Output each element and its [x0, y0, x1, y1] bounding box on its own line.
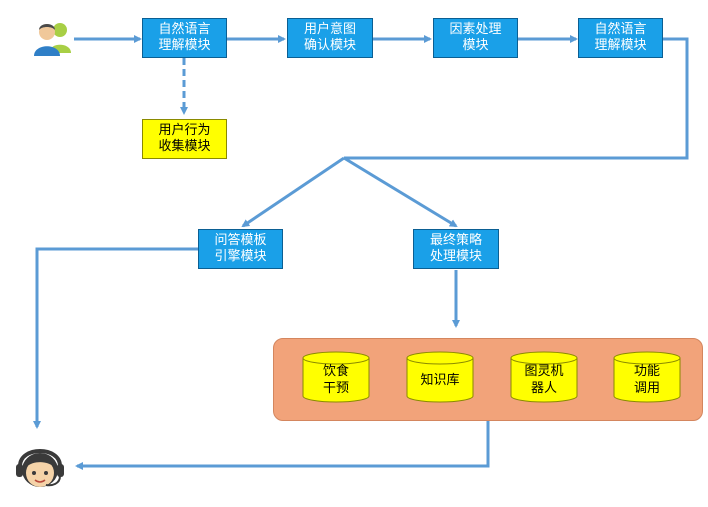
resource-cylinder-function[interactable]: 功能 调用	[613, 351, 681, 403]
database-icon	[510, 351, 578, 403]
nlu-module-box-1[interactable]: 自然语言 理解模块	[142, 18, 227, 58]
resource-label: 饮食 干预	[322, 364, 349, 396]
resource-cylinder-knowledge[interactable]: 知识库	[406, 351, 474, 403]
factor-processing-box[interactable]: 因素处理 模块	[433, 18, 518, 58]
final-strategy-box[interactable]: 最终策略 处理模块	[413, 229, 499, 269]
behavior-collect-box[interactable]: 用户行为 收集模块	[142, 119, 227, 159]
nlu-module-box-2[interactable]: 自然语言 理解模块	[578, 18, 663, 58]
database-icon	[406, 351, 474, 403]
user-group-icon	[32, 18, 74, 58]
resource-label: 图灵机 器人	[524, 364, 564, 396]
customer-service-icon	[12, 440, 68, 492]
resource-label: 知识库	[420, 372, 460, 388]
qa-template-box[interactable]: 问答模板 引擎模块	[198, 229, 283, 269]
database-icon	[302, 351, 370, 403]
resource-cylinder-turing[interactable]: 图灵机 器人	[510, 351, 578, 403]
resource-cylinder-diet[interactable]: 饮食 干预	[302, 351, 370, 403]
resource-label: 功能 调用	[633, 364, 660, 396]
intent-confirm-box[interactable]: 用户意图 确认模块	[287, 18, 373, 58]
database-icon	[613, 351, 681, 403]
